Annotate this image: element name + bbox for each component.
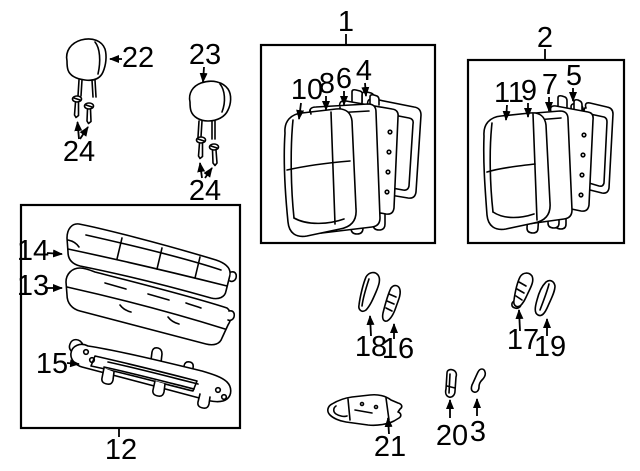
callout-9: 9 [521,75,537,107]
hinge-cover-19-drawing: 19 [534,279,566,363]
callout-24-right-arrow-a [197,162,206,179]
seatback-cover-drawing [283,108,357,238]
callout-15: 15 [36,348,68,380]
callout-4: 4 [356,55,372,87]
callout-16: 16 [382,333,414,365]
cushion-assembly-12: 12 [17,203,242,466]
callout-2: 2 [537,22,553,54]
hinge-cover-17-drawing: 17 [507,272,539,356]
seatback-assembly-2: 2 [466,22,626,245]
headrest-left-drawing: 22 24 [63,38,154,168]
callout-6: 6 [336,63,352,95]
callout-10-arrow [296,102,305,120]
callout-12: 12 [105,434,137,466]
callout-13: 13 [17,270,49,302]
callout-21: 21 [374,431,406,463]
cushion-pad-drawing [65,267,236,346]
callout-18-arrow [366,315,375,337]
assembly-1-frame-box [259,43,437,245]
callout-11: 11 [494,77,524,109]
callout-22: 22 [122,42,154,74]
callout-14-arrow [46,249,63,258]
callout-8: 8 [319,68,335,100]
callout-4-arrow [361,82,370,97]
assembly-12-frame-box [19,203,242,430]
callout-24-left: 24 [63,136,95,168]
seatback-assembly-1: 1 [259,6,437,245]
callout-15-arrow [66,359,80,368]
bracket-21-drawing: 21 [327,393,406,463]
cushion-cover-drawing [66,223,238,300]
callout-23: 23 [189,39,221,71]
hinge-cover-16-drawing: 16 [381,284,414,365]
callout-1: 1 [338,6,354,38]
callout-24-left-arrow-b [79,126,89,140]
callout-7: 7 [542,69,558,101]
headrest-right-drawing: 23 24 [188,39,232,207]
callout-10: 10 [291,74,323,106]
callout-17: 17 [507,324,539,356]
callout-24-right-arrow-b [203,167,213,179]
seatback2-cover-drawing [482,112,551,231]
callout-5: 5 [566,60,582,92]
hinge-cover-18-drawing: 18 [355,271,387,363]
callout-20: 20 [436,420,468,452]
assembly-2-frame-box [466,58,626,245]
cushion-frame-drawing [68,338,232,409]
callout-19: 19 [534,331,566,363]
latch-20-drawing: 20 [436,368,468,452]
callout-18: 18 [355,331,387,363]
callout-11-arrow [502,104,511,121]
headrest-left-screws [71,95,95,125]
callout-21-arrow [384,417,393,435]
callout-23-arrow [199,66,208,83]
headrest-right-screws [195,136,220,167]
latch-3-drawing: 3 [470,368,486,448]
callout-24-left-arrow-a [74,121,83,140]
callout-14: 14 [17,235,49,267]
callout-17-arrow [515,309,524,332]
callout-24-right: 24 [189,175,221,207]
callout-3: 3 [470,416,486,448]
